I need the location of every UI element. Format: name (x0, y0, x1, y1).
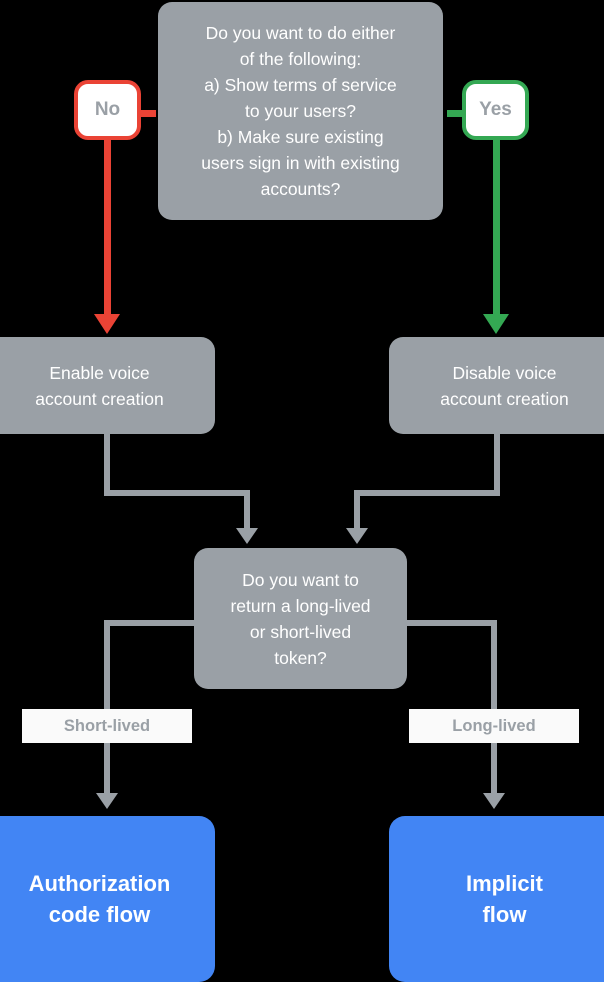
node-authorization-code-flow-label: Authorization code flow (28, 871, 171, 927)
arrowhead-enable-to-token (236, 528, 258, 544)
connector-enable-horizontal (104, 490, 250, 496)
node-implicit-flow-label: Implicit flow (465, 871, 543, 927)
arrowhead-to-implicit-flow (483, 793, 505, 809)
node-question-token: Do you want to return a long-lived or sh… (194, 548, 407, 689)
badge-no: No (74, 80, 141, 140)
node-authorization-code-flow: Authorization code flow (0, 816, 215, 982)
node-question-terms-label: Do you want to do either of the followin… (201, 23, 400, 199)
node-disable-voice-account-creation: Disable voice account creation (389, 337, 604, 434)
edge-label-short-lived: Short-lived (22, 709, 192, 743)
edge-label-short-lived-text: Short-lived (63, 716, 151, 735)
edge-label-long-lived: Long-lived (409, 709, 579, 743)
connector-long-lived-vertical (491, 620, 497, 795)
connector-yes-vertical (493, 136, 500, 316)
badge-yes: Yes (462, 80, 529, 140)
connector-disable-to-token-vertical (354, 490, 360, 530)
arrowhead-no-to-enable (94, 314, 120, 334)
node-implicit-flow: Implicit flow (389, 816, 604, 982)
connector-disable-down (494, 434, 500, 496)
connector-disable-horizontal (354, 490, 500, 496)
connector-token-left-horizontal (107, 620, 199, 626)
connector-token-right-horizontal (405, 620, 497, 626)
badge-yes-label: Yes (479, 99, 512, 120)
arrowhead-to-authorization-code-flow (96, 793, 118, 809)
badge-no-label: No (94, 99, 121, 120)
arrowhead-yes-to-disable (483, 314, 509, 334)
node-question-terms: Do you want to do either of the followin… (158, 2, 443, 220)
connector-no-vertical (104, 136, 111, 316)
node-disable-voice-label: Disable voice account creation (440, 362, 569, 409)
connector-short-lived-vertical (104, 620, 110, 795)
edge-label-long-lived-text: Long-lived (452, 716, 536, 735)
connector-enable-down (104, 434, 110, 496)
node-enable-voice-account-creation: Enable voice account creation (0, 337, 215, 434)
arrowhead-disable-to-token (346, 528, 368, 544)
node-question-token-label: Do you want to return a long-lived or sh… (230, 569, 371, 668)
connector-enable-to-token-vertical (244, 490, 250, 530)
node-enable-voice-label: Enable voice account creation (35, 362, 164, 409)
